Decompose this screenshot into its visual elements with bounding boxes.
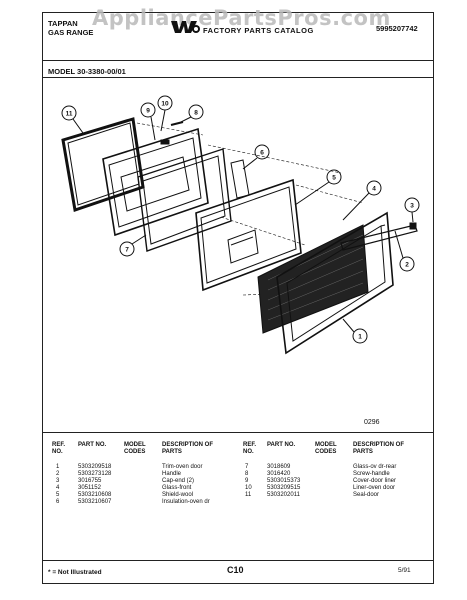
liner-oven-door-part <box>102 127 209 237</box>
brand-name: TAPPAN <box>48 19 78 28</box>
part-no-cell: 5303015373 <box>267 478 301 484</box>
callout-label: 10 <box>161 101 169 108</box>
page-number: C10 <box>227 565 244 575</box>
table-row: 1 5303209518 Trim-oven door <box>52 464 232 471</box>
part-no-cell: 5303210607 <box>78 499 112 505</box>
ref-no-cell: 7 <box>245 464 249 470</box>
shield-wool-part <box>195 178 302 292</box>
glass-rear-part <box>137 148 232 252</box>
ref-no-cell: 8 <box>245 471 249 477</box>
wci-logo-icon <box>171 21 200 33</box>
table-header: REF. NO. PART NO. MODEL CODES DESCRIPTIO… <box>243 442 428 462</box>
revision-date: 5/91 <box>398 567 411 574</box>
table-row: 4 3051152 Glass-front <box>52 485 232 492</box>
footer-divider <box>43 560 433 561</box>
seal-door-part <box>61 117 145 212</box>
catalog-number: 5995207742 <box>376 24 418 33</box>
callout-label: 4 <box>372 186 376 193</box>
ref-no-cell: 10 <box>245 485 252 491</box>
part-no-cell: 5303273128 <box>78 471 112 477</box>
model-number: MODEL 30-3380-00/01 <box>48 67 126 76</box>
model-codes-header: MODEL CODES <box>124 442 146 455</box>
table-row: 10 5303209515 Liner-oven door <box>243 485 428 492</box>
ref-no-cell: 3 <box>56 478 60 484</box>
ref-no-cell: 11 <box>245 492 252 498</box>
cap-end-part <box>409 222 417 230</box>
description-cell: Cover-door liner <box>353 478 397 484</box>
parts-table-left: REF. NO. PART NO. MODEL CODES DESCRIPTIO… <box>52 442 232 522</box>
part-no-cell: 5303202011 <box>267 492 300 498</box>
table-row: 8 3016420 Screw-handle <box>243 471 428 478</box>
parts-table-right: REF. NO. PART NO. MODEL CODES DESCRIPTIO… <box>243 442 428 522</box>
description-cell: Handle <box>162 471 182 477</box>
not-illustrated-note: * = Not Illustrated <box>48 569 102 576</box>
table-header: REF. NO. PART NO. MODEL CODES DESCRIPTIO… <box>52 442 232 462</box>
header-divider <box>43 60 433 61</box>
part-no-cell: 3051152 <box>78 485 101 491</box>
description-header: DESCRIPTION OF PARTS <box>353 442 405 455</box>
model-divider <box>43 77 433 78</box>
part-no-cell: 3016755 <box>78 478 102 484</box>
callout-label: 8 <box>194 110 198 117</box>
ref-no-cell: 2 <box>56 471 60 477</box>
description-cell: Shield-wool <box>162 492 194 498</box>
watermark: AppliancePartsPros.com <box>92 6 391 30</box>
description-cell: Insulation-oven dr <box>162 499 210 505</box>
page-border <box>42 12 434 584</box>
product-type: GAS RANGE <box>48 28 94 37</box>
description-cell: Liner-oven door <box>353 485 396 491</box>
description-cell: Seal-door <box>353 492 380 498</box>
description-cell: Cap-end (2) <box>162 478 195 484</box>
table-divider <box>43 432 433 433</box>
ref-no-cell: 6 <box>56 499 60 505</box>
table-row: 11 5303202011 Seal-door <box>243 492 428 499</box>
description-header: DESCRIPTION OF PARTS <box>162 442 214 455</box>
insulation-oven-door-part <box>230 159 250 199</box>
table-row: 6 5303210607 Insulation-oven dr <box>52 499 232 506</box>
table-row: 9 5303015373 Cover-door liner <box>243 478 428 485</box>
ref-no-cell: 1 <box>56 464 60 470</box>
ref-no-cell: 5 <box>56 492 60 498</box>
part-no-cell: 5303209518 <box>78 464 112 470</box>
part-no-cell: 5303210608 <box>78 492 112 498</box>
glass-front-part <box>257 224 369 334</box>
trim-oven-door-part <box>276 211 394 355</box>
ref-no-cell: 4 <box>56 485 60 491</box>
brand-block: TAPPAN GAS RANGE <box>48 19 93 37</box>
screw-handle-part <box>170 121 184 126</box>
model-codes-header: MODEL CODES <box>315 442 337 455</box>
catalog-title: FACTORY PARTS CATALOG <box>203 26 314 35</box>
table-row: 2 5303273128 Handle <box>52 471 232 478</box>
ref-no-header: REF. NO. <box>52 442 66 455</box>
callout-label: 11 <box>66 111 73 118</box>
part-no-cell: 3018609 <box>267 464 291 470</box>
callout-label: 2 <box>405 262 409 269</box>
part-no-header: PART NO. <box>78 442 107 448</box>
part-no-cell: 3016420 <box>267 471 291 477</box>
callout-label: 9 <box>146 108 150 115</box>
description-cell: Glass-front <box>162 485 192 491</box>
part-no-cell: 5303209515 <box>267 485 301 491</box>
handle-part <box>340 224 418 251</box>
callout-label: 7 <box>125 247 129 254</box>
exploded-door-diagram: 11 9 10 8 6 5 4 3 2 1 7 <box>61 95 420 355</box>
ref-no-header: REF. NO. <box>243 442 257 455</box>
description-cell: Trim-oven door <box>162 464 203 470</box>
description-cell: Screw-handle <box>353 471 390 477</box>
description-cell: Glass-ov dr-rear <box>353 464 397 470</box>
table-row: 5 5303210608 Shield-wool <box>52 492 232 499</box>
callout-label: 6 <box>260 150 264 157</box>
callout-label: 3 <box>410 203 414 210</box>
ref-no-cell: 9 <box>245 478 249 484</box>
table-row: 7 3018609 Glass-ov dr-rear <box>243 464 428 471</box>
table-row: 3 3016755 Cap-end (2) <box>52 478 232 485</box>
callout-label: 1 <box>358 334 362 341</box>
part-no-header: PART NO. <box>267 442 296 448</box>
callout-label: 5 <box>332 175 336 182</box>
diagram-code: 0296 <box>364 419 380 426</box>
